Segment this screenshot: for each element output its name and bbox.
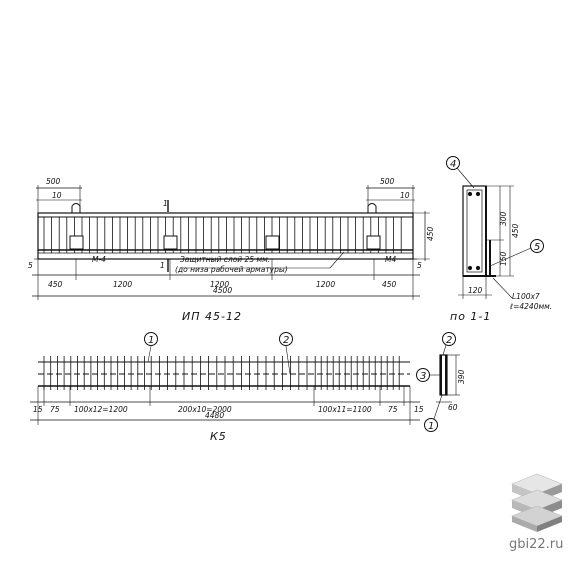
beam-insert-right: М4 bbox=[385, 255, 396, 264]
beam-dim-1200-c: 1200 bbox=[316, 280, 335, 289]
beam-elevation bbox=[32, 185, 430, 300]
cage-side-dim-60: 60 bbox=[448, 403, 458, 412]
brand-text[interactable]: gbi22.ru bbox=[509, 537, 564, 552]
section-angle-label: L100x7 bbox=[512, 292, 540, 301]
beam-dim-450-left: 450 bbox=[48, 280, 63, 289]
beam-dim-total: 4500 bbox=[213, 286, 232, 295]
cage-dim-15-left: 15 bbox=[33, 405, 43, 414]
cage-callout-1: 1 bbox=[148, 335, 154, 346]
beam-dim-10-right: 10 bbox=[400, 191, 410, 200]
section-dim-300: 300 bbox=[499, 211, 508, 226]
cage-callout-2: 2 bbox=[283, 335, 289, 346]
beam-left-mark: 5 bbox=[28, 261, 33, 270]
cage-bars bbox=[43, 356, 400, 390]
cage-dim-15-right: 15 bbox=[414, 405, 424, 414]
cage-dim-spacing-2: 200x10=2000 bbox=[178, 405, 232, 414]
beam-dim-500-left: 500 bbox=[46, 177, 61, 186]
cage-k5 bbox=[30, 332, 460, 432]
section-callout-4: 4 bbox=[450, 159, 456, 170]
section-callout-5: 5 bbox=[534, 242, 540, 253]
cage-dim-75-right: 75 bbox=[388, 405, 398, 414]
cage-dim-total: 4480 bbox=[205, 411, 224, 420]
cage-dim-75-left: 75 bbox=[50, 405, 60, 414]
beam-note-line2: (до низа рабочей арматуры) bbox=[175, 265, 288, 274]
beam-stirrups bbox=[43, 217, 402, 253]
beam-dim-10-left: 10 bbox=[52, 191, 62, 200]
beam-dim-height: 450 bbox=[426, 226, 435, 241]
beam-dim-500-right: 500 bbox=[380, 177, 395, 186]
cage-side-callout-2: 2 bbox=[446, 335, 452, 346]
cage-dim-spacing-1: 100x12=1200 bbox=[74, 405, 128, 414]
cage-title: К5 bbox=[210, 430, 227, 443]
brand-logo bbox=[511, 473, 563, 532]
beam-dim-1200-a: 1200 bbox=[113, 280, 132, 289]
section-dim-120: 120 bbox=[468, 286, 483, 295]
cage-side-callout-3: 3 bbox=[420, 371, 426, 382]
cage-side-dim-390: 390 bbox=[457, 369, 466, 384]
section-title: по 1-1 bbox=[450, 310, 491, 323]
beam-note-line1: Защитный слой 25 мм. bbox=[180, 255, 270, 264]
beam-title: ИП 45-12 bbox=[182, 310, 242, 323]
beam-section-mark-bottom: 1 bbox=[160, 261, 165, 270]
section-length-label: ℓ=4240мм. bbox=[509, 302, 552, 311]
section-dim-450: 450 bbox=[511, 223, 520, 238]
beam-dim-1200-b: 1200 bbox=[210, 280, 229, 289]
section-dim-150: 150 bbox=[499, 251, 508, 266]
beam-right-mark: 5 bbox=[417, 261, 422, 270]
cage-dim-spacing-3: 100x11=1100 bbox=[318, 405, 372, 414]
beam-insert-left: М-4 bbox=[92, 255, 106, 264]
beam-section-mark-top: 1 bbox=[163, 199, 168, 208]
cage-side-callout-1: 1 bbox=[428, 421, 434, 432]
beam-dim-450-right: 450 bbox=[382, 280, 397, 289]
section-1-1 bbox=[446, 156, 544, 299]
